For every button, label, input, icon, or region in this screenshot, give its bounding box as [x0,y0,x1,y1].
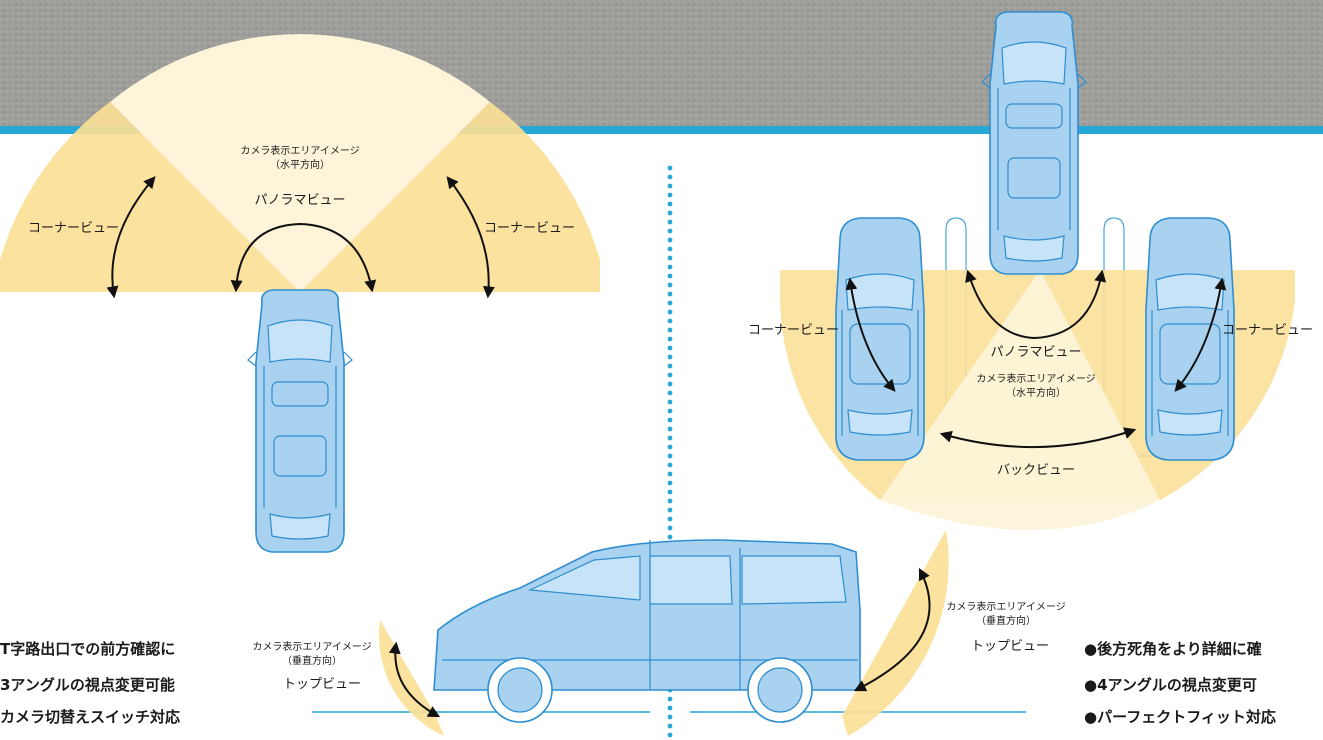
divider-dot [667,300,673,306]
divider-dot [667,246,673,252]
left-feature-3: カメラ切替えスイッチ対応 [0,708,180,726]
right-corner-arrow-left [845,277,896,392]
parked-car-left [835,217,925,461]
divider-dot [667,426,673,432]
divider-dot [667,363,673,369]
right-feature-1: ●後方死角をより詳細に確 [1084,640,1262,658]
divider-dot [667,264,673,270]
divider-dot [667,732,673,738]
left-bottom-top-view-label: トップビュー [283,677,361,692]
divider-dot [667,516,673,522]
divider-dot [667,435,673,441]
left-panorama-label: パノラマビュー [254,193,345,208]
divider-dot [667,318,673,324]
right-bottom-area-label-2: （垂直方向） [976,614,1036,627]
divider-dot [667,228,673,234]
right-top-van [981,11,1087,275]
divider-dot [667,372,673,378]
divider-dot [667,489,673,495]
divider-dot [667,462,673,468]
divider-dot [667,354,673,360]
right-area-label-1: カメラ表示エリアイメージ [976,372,1095,385]
divider-dot [667,480,673,486]
right-bottom-area-label-1: カメラ表示エリアイメージ [946,600,1065,613]
parked-car-right [1145,217,1235,461]
right-area-label-2: （水平方向） [1006,386,1066,399]
left-feature-2: 3アングルの視点変更可能 [0,676,175,694]
right-back-arrow [939,427,1137,449]
left-area-label-2: （水平方向） [270,158,330,171]
divider-dot [667,444,673,450]
divider-dot [667,219,673,225]
divider-dot [667,345,673,351]
divider-dot [667,399,673,405]
right-corner-arrow-right [1174,277,1227,392]
divider-dot [667,282,673,288]
left-corner-label-left: コーナービュー [28,221,119,236]
back-fan [880,270,1160,530]
panorama-fan [110,34,490,293]
left-area-label-1: カメラ表示エリアイメージ [240,144,359,157]
panorama-arrow [230,222,377,293]
left-bottom-area-label-1: カメラ表示エリアイメージ [252,640,371,653]
divider-dot [667,417,673,423]
divider-dot [667,309,673,315]
divider-dot [667,498,673,504]
right-back-label: バックビュー [997,463,1075,478]
divider-dot [667,723,673,729]
top-blue-band [0,126,1323,134]
divider-dot [667,453,673,459]
right-corner-label-left: コーナービュー [748,323,839,338]
rear-vertical-arrow [853,567,931,692]
divider-dot [667,705,673,711]
divider-dot [667,525,673,531]
left-corner-label-right: コーナービュー [484,221,575,236]
divider-dot [667,237,673,243]
divider-dot [667,471,673,477]
right-feature-2: ●4アングルの視点変更可 [1084,676,1257,694]
divider-dot [667,381,673,387]
divider-dot [667,408,673,414]
left-top-van [247,289,353,553]
right-bottom-top-view-label: トップビュー [971,639,1049,654]
divider-dot [667,183,673,189]
left-corner-arrow [106,176,156,299]
divider-dot [667,696,673,702]
divider-dot [667,336,673,342]
right-panorama-label: パノラマビュー [990,345,1081,360]
divider-dot [667,210,673,216]
divider-dot [667,291,673,297]
divider-dot [667,327,673,333]
divider-dot [667,192,673,198]
divider-dot [667,534,673,540]
divider-dot [667,273,673,279]
right-corner-arrow [446,176,495,299]
divider-dot [667,390,673,396]
right-feature-3: ●パーフェクトフィット対応 [1084,708,1276,726]
divider-dot [667,165,673,171]
left-bottom-area-label-2: （垂直方向） [282,654,342,667]
right-panorama-arrow [965,269,1107,340]
right-corner-label-right: コーナービュー [1222,323,1313,338]
divider-dot [667,714,673,720]
divider-dot [667,201,673,207]
divider-dot [667,507,673,513]
left-feature-1: T字路出口での前方確認に [0,640,175,658]
side-view-van [433,539,861,723]
divider-dot [667,255,673,261]
front-vertical-arrow [388,641,441,718]
divider-dot [667,174,673,180]
